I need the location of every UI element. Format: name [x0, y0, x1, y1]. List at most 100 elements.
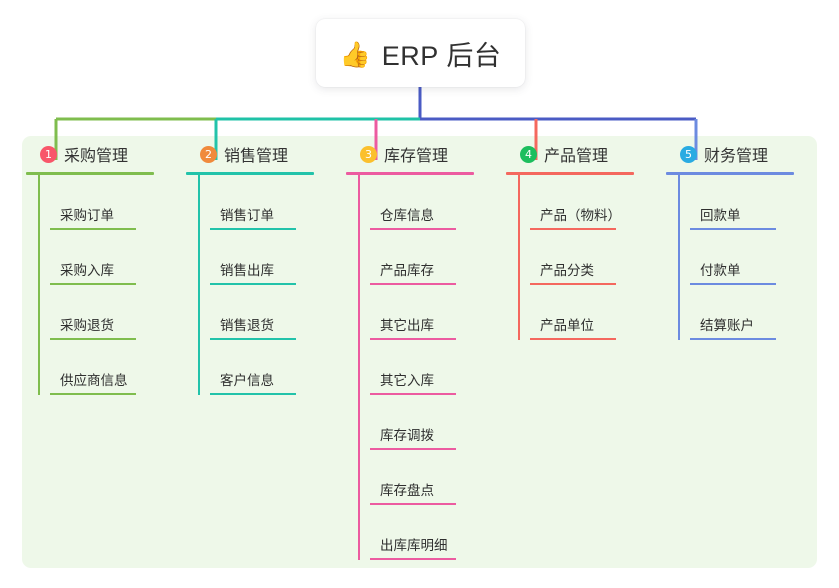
- branch-title-2: 销售管理: [224, 148, 289, 165]
- branch-header-4[interactable]: 4 产品管理: [502, 136, 662, 172]
- leaf-node-rule: [530, 338, 616, 340]
- leaf-node[interactable]: 产品（物料）: [518, 175, 662, 230]
- leaf-node-rule: [50, 338, 136, 340]
- branch-column-5: 5 财务管理回款单付款单结算账户: [662, 136, 822, 568]
- branch-underline-5: [666, 172, 794, 175]
- branch-columns: 1 采购管理采购订单采购入库采购退货供应商信息 2 销售管理销售订单销售出库销售退货客…: [22, 136, 817, 568]
- leaf-node[interactable]: 付款单: [678, 230, 822, 285]
- leaf-node-label: 产品单位: [540, 317, 594, 333]
- leaf-node-rule: [530, 283, 616, 285]
- branch-column-2: 2 销售管理销售订单销售出库销售退货客户信息: [182, 136, 342, 568]
- leaf-node-label: 结算账户: [700, 317, 754, 333]
- leaf-node-label: 客户信息: [220, 372, 274, 388]
- leaf-node[interactable]: 产品单位: [518, 285, 662, 340]
- leaf-node[interactable]: 库存盘点: [358, 450, 502, 505]
- leaf-node-rule: [210, 283, 296, 285]
- leaf-node[interactable]: 采购订单: [38, 175, 182, 230]
- branch-header-3[interactable]: 3 库存管理: [342, 136, 502, 172]
- leaf-node[interactable]: 销售出库: [198, 230, 342, 285]
- leaf-node[interactable]: 其它入库: [358, 340, 502, 395]
- root-node-title: ERP 后台: [381, 40, 502, 71]
- branch-header-1[interactable]: 1 采购管理: [22, 136, 182, 172]
- leaf-node[interactable]: 销售退货: [198, 285, 342, 340]
- leaf-node-label: 采购退货: [60, 317, 114, 333]
- branch-underline-1: [26, 172, 154, 175]
- leaf-node-label: 付款单: [700, 262, 741, 278]
- branch-underline-4: [506, 172, 634, 175]
- branch-spine-4: [518, 175, 520, 340]
- branch-header-2[interactable]: 2 销售管理: [182, 136, 342, 172]
- leaf-node[interactable]: 产品分类: [518, 230, 662, 285]
- leaf-node-rule: [210, 393, 296, 395]
- leaf-node[interactable]: 回款单: [678, 175, 822, 230]
- branch-children-5: 回款单付款单结算账户: [666, 175, 822, 340]
- leaf-node-rule: [370, 338, 456, 340]
- leaf-node[interactable]: 采购退货: [38, 285, 182, 340]
- leaf-node-rule: [50, 283, 136, 285]
- leaf-node[interactable]: 结算账户: [678, 285, 822, 340]
- leaf-node[interactable]: 客户信息: [198, 340, 342, 395]
- branches-panel: [22, 136, 817, 568]
- leaf-node-label: 采购订单: [60, 207, 114, 223]
- branch-badge-2: 2: [200, 145, 217, 163]
- branch-children-3: 仓库信息产品库存其它出库其它入库库存调拨库存盘点出库库明细: [346, 175, 502, 560]
- leaf-node[interactable]: 出库库明细: [358, 505, 502, 560]
- leaf-node-label: 其它出库: [380, 317, 434, 333]
- leaf-node-rule: [370, 393, 456, 395]
- branch-title-1: 采购管理: [64, 148, 129, 165]
- leaf-node-rule: [530, 228, 616, 230]
- branch-column-3: 3 库存管理仓库信息产品库存其它出库其它入库库存调拨库存盘点出库库明细: [342, 136, 502, 568]
- leaf-node[interactable]: 采购入库: [38, 230, 182, 285]
- leaf-node-label: 销售退货: [220, 317, 274, 333]
- leaf-node[interactable]: 产品库存: [358, 230, 502, 285]
- branch-children-1: 采购订单采购入库采购退货供应商信息: [26, 175, 182, 395]
- branch-badge-4: 4: [520, 145, 537, 163]
- leaf-node-rule: [370, 558, 456, 560]
- leaf-node-label: 产品库存: [380, 262, 434, 278]
- branch-underline-3: [346, 172, 474, 175]
- leaf-node-label: 库存盘点: [380, 482, 434, 498]
- leaf-node-rule: [370, 448, 456, 450]
- leaf-node-label: 销售订单: [220, 207, 274, 223]
- leaf-node-rule: [370, 503, 456, 505]
- leaf-node-rule: [210, 338, 296, 340]
- branch-badge-1: 1: [40, 145, 57, 163]
- thumbs-up-icon: 👍: [339, 39, 371, 69]
- branch-title-3: 库存管理: [384, 148, 449, 165]
- branch-badge-3: 3: [360, 145, 377, 163]
- branch-header-5[interactable]: 5 财务管理: [662, 136, 822, 172]
- leaf-node-label: 产品（物料）: [540, 207, 621, 223]
- branch-spine-5: [678, 175, 680, 340]
- leaf-node-label: 库存调拨: [380, 427, 434, 443]
- leaf-node-label: 其它入库: [380, 372, 434, 388]
- branch-spine-1: [38, 175, 40, 395]
- branch-underline-2: [186, 172, 314, 175]
- branch-children-2: 销售订单销售出库销售退货客户信息: [186, 175, 342, 395]
- leaf-node-rule: [690, 228, 776, 230]
- leaf-node-label: 产品分类: [540, 262, 594, 278]
- branch-column-1: 1 采购管理采购订单采购入库采购退货供应商信息: [22, 136, 182, 568]
- branch-spine-2: [198, 175, 200, 395]
- branch-column-4: 4 产品管理产品（物料） 产品分类产品单位: [502, 136, 662, 568]
- branch-title-5: 财务管理: [704, 148, 769, 165]
- root-node[interactable]: 👍 ERP 后台: [316, 19, 525, 87]
- leaf-node-rule: [370, 228, 456, 230]
- leaf-node-rule: [210, 228, 296, 230]
- leaf-node[interactable]: 库存调拨: [358, 395, 502, 450]
- leaf-node-rule: [370, 283, 456, 285]
- leaf-node-label: 销售出库: [220, 262, 274, 278]
- leaf-node[interactable]: 仓库信息: [358, 175, 502, 230]
- leaf-node-label: 出库库明细: [380, 537, 448, 553]
- branch-badge-5: 5: [680, 145, 697, 163]
- leaf-node-rule: [690, 338, 776, 340]
- leaf-node[interactable]: 其它出库: [358, 285, 502, 340]
- leaf-node[interactable]: 销售订单: [198, 175, 342, 230]
- leaf-node-rule: [50, 228, 136, 230]
- leaf-node-label: 供应商信息: [60, 372, 128, 388]
- branch-title-4: 产品管理: [544, 148, 609, 165]
- leaf-node-label: 回款单: [700, 207, 741, 223]
- leaf-node[interactable]: 供应商信息: [38, 340, 182, 395]
- leaf-node-rule: [50, 393, 136, 395]
- leaf-node-label: 采购入库: [60, 262, 114, 278]
